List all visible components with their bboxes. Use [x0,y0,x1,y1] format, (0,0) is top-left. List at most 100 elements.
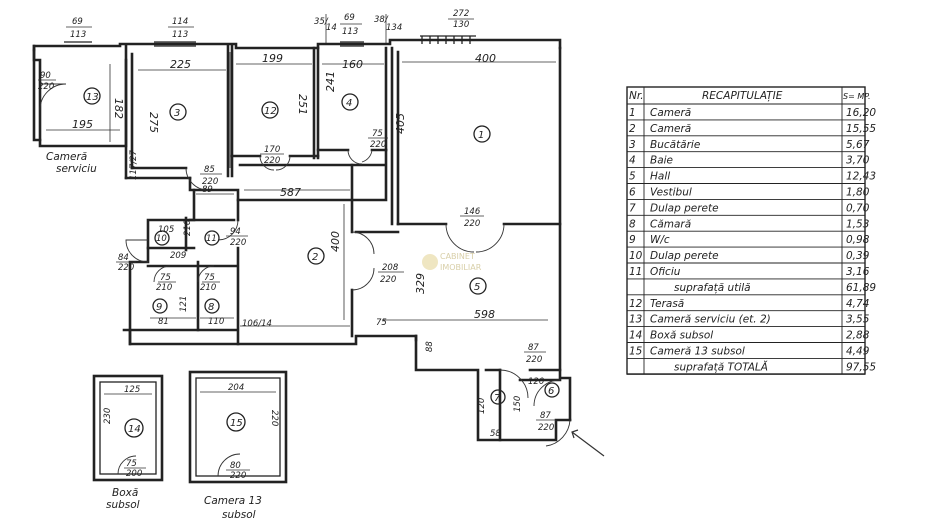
dim-220b: 220 [370,140,386,150]
table-row: 10 Dulap perete 0,39 [627,250,870,264]
dim-220j: 220 [538,423,554,433]
dim-75c: 75 [204,273,215,283]
dim-204: 204 [228,383,244,393]
row-nr: 6 [629,187,636,199]
svg-text:9: 9 [156,302,162,313]
room-13-marker: 13 [83,87,101,105]
dim-75e: 75 [126,459,137,469]
dim-88: 88 [425,341,435,352]
dim-84: 84 [118,253,129,263]
dim-81: 81 [158,317,169,327]
row-name: Boxă subsol [650,330,713,342]
dim-195: 195 [72,118,93,131]
svg-text:15: 15 [230,418,243,429]
row-value: 3,55 [846,314,870,326]
dim-210b: 210 [156,283,172,293]
watermark: CABINET IMOBILIAR [422,252,482,272]
top-dim-5a: 38/ [374,15,389,25]
dim-210c: 210 [200,283,216,293]
table-row: 14 Boxă subsol 2,88 [627,330,870,343]
row-value: 3,16 [846,266,870,278]
top-dim-6b: 130 [453,20,469,30]
row-name: suprafață utilă [674,282,751,294]
dim-220g: 220 [380,275,396,285]
table-row: 13 Cameră serviciu (et. 2) 3,55 [627,314,870,328]
svg-text:11: 11 [206,234,217,244]
row-name: Dulap perete [650,202,719,214]
dim-146: 146 [464,207,481,217]
svg-text:IMOBILIAR: IMOBILIAR [440,263,482,272]
svg-text:14: 14 [128,424,141,435]
row-name: Cameră 13 subsol [650,346,745,358]
room-6-marker: 6 [544,382,560,398]
dim-209: 209 [170,251,186,261]
row-nr: 1 [629,107,636,119]
row-nr: 13 [629,314,642,326]
row-value: 4,49 [846,346,870,358]
room-1-marker: 1 [473,125,491,143]
svg-text:8: 8 [208,302,214,313]
row-name: Hall [650,171,670,183]
row-nr: 11 [629,266,642,278]
top-dim-4a: 69 [344,13,355,23]
top-dim-1b: 113 [70,30,86,40]
dim-87a: 87 [528,343,539,353]
room-10-marker: 10 [154,230,170,246]
boxa-label-1: Boxă [112,487,138,499]
dim-75b: 75 [160,273,171,283]
row-nr: 8 [629,218,636,230]
dim-120: 120 [528,377,544,387]
dim-220e: 220 [464,219,480,229]
dim-220c: 220 [202,177,218,187]
room-7-marker: 7 [490,389,506,405]
row-name: Oficiu [650,266,681,278]
row-name: Baie [650,155,673,167]
dim-400b: 400 [329,231,342,252]
row-nr: 15 [629,346,643,358]
dim-225: 225 [170,58,191,71]
basement-room-15: 204 220 80 220 Camera 13 subsol [188,370,288,521]
dim-170: 170 [264,145,280,155]
dim-125: 125 [124,385,140,395]
row-value: 1,53 [846,218,869,230]
dim-220i: 220 [526,355,542,365]
row-value: 4,74 [846,298,869,310]
row-name: Terasă [650,298,684,310]
dim-117-27: 117/27 [129,150,139,180]
dim-94: 94 [230,227,241,237]
camera13-label-1: Camera 13 [204,495,262,507]
row-value: 0,39 [846,250,870,262]
dim-200: 200 [126,469,142,479]
row-value: 5,67 [846,139,870,151]
top-dim-2a: 114 [172,17,188,27]
row-name: Cameră [650,107,691,119]
room-12-marker: 12 [261,101,279,119]
row-name: Cameră serviciu (et. 2) [650,314,771,326]
svg-text:CABINET: CABINET [440,252,475,261]
svg-text:4: 4 [346,98,352,109]
row-nr: 10 [629,250,643,262]
basement-box-14: 125 230 75 200 Boxă subsol [92,374,164,511]
row-nr: 14 [629,330,642,342]
entrance-arrow-icon [571,429,605,457]
dimension-lines [46,52,556,327]
dim-89: 89 [202,185,213,195]
dim-87b: 87 [540,411,551,421]
row-value: 2,88 [846,330,870,342]
camera-serviciu-label-2: serviciu [56,163,97,175]
table-row: 15 Cameră 13 subsol 4,49 [627,346,870,359]
row-name: Dulap perete [650,250,719,262]
dim-230: 230 [103,408,113,424]
row-value: 0,70 [846,202,870,214]
row-value: 15,55 [846,123,876,135]
dim-75d: 75 [376,318,387,328]
room-4-marker: 4 [341,93,359,111]
dim-106-14: 106/14 [242,319,272,329]
top-dim-1a: 69 [72,17,83,27]
dim-199: 199 [262,52,283,65]
row-nr: 12 [629,298,643,310]
room-11-marker: 11 [204,230,220,246]
